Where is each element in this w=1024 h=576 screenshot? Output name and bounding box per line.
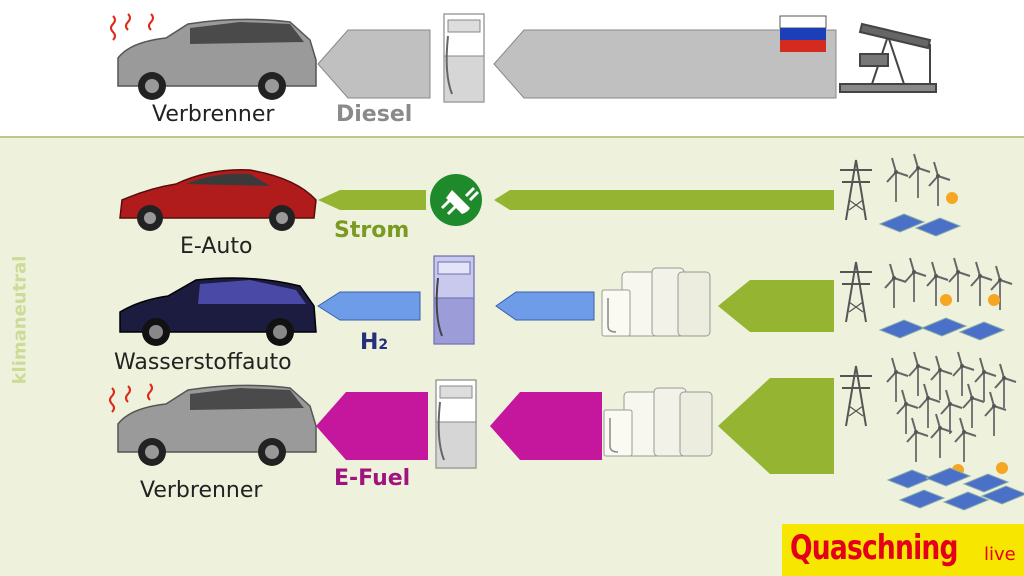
sun-icon	[996, 462, 1008, 474]
gray-car-icon	[117, 384, 317, 466]
efuel-label: E-Fuel	[334, 466, 411, 491]
brand-main: Quaschning	[790, 528, 959, 568]
heat-icon	[110, 13, 154, 41]
h2-arrow-medium	[495, 291, 595, 321]
sun-icon	[988, 294, 1000, 306]
fuel-pump-icon	[435, 379, 477, 469]
diesel-label: Diesel	[336, 102, 413, 127]
h2-arrow-small	[317, 291, 421, 321]
strom-arrow-small	[318, 190, 426, 210]
h2-main: H	[360, 330, 379, 355]
tank-icon	[601, 267, 711, 337]
pylon-icon	[839, 261, 873, 323]
bottom-car-label: Verbrenner	[140, 478, 263, 503]
strom-label: Strom	[334, 218, 410, 243]
solar-panel-icon	[879, 317, 1005, 341]
h2car-label: Wasserstoffauto	[114, 350, 292, 375]
gray-car-icon	[117, 18, 317, 100]
wind-turbine-icon	[886, 153, 951, 207]
efuel-arrow-small	[316, 392, 428, 460]
sun-icon	[946, 192, 958, 204]
source-arrow-h2	[718, 280, 834, 332]
blue-car-icon	[119, 277, 317, 346]
diesel-arrow-large	[493, 29, 837, 99]
top-car-label: Verbrenner	[152, 102, 275, 127]
h2-label: H2	[360, 330, 388, 355]
oil-pumpjack-icon	[839, 22, 937, 93]
strom-arrow-large	[494, 190, 834, 210]
plug-icon	[430, 174, 482, 226]
side-label: klimaneutral	[9, 255, 31, 385]
efuel-arrow-medium	[490, 392, 602, 460]
sun-icon	[940, 294, 952, 306]
h2-subscript: 2	[378, 337, 389, 353]
fuel-pump-icon	[443, 13, 485, 103]
solar-panel-icon	[879, 213, 961, 237]
heat-icon	[109, 383, 153, 413]
source-arrow-efuel	[718, 378, 834, 474]
brand-sub: live	[984, 544, 1016, 565]
solar-panel-icon	[887, 467, 1024, 511]
pylon-icon	[839, 159, 873, 221]
fuel-pump-icon	[433, 255, 475, 345]
wind-turbine-icon	[886, 351, 1017, 463]
russia-flag-icon	[779, 15, 827, 52]
ecar-label: E-Auto	[180, 234, 253, 259]
red-car-icon	[119, 169, 317, 231]
tank-icon	[603, 387, 713, 457]
pylon-icon	[839, 365, 873, 427]
brand-logo: Quaschning live	[782, 524, 1024, 576]
diesel-arrow-small	[317, 29, 431, 99]
